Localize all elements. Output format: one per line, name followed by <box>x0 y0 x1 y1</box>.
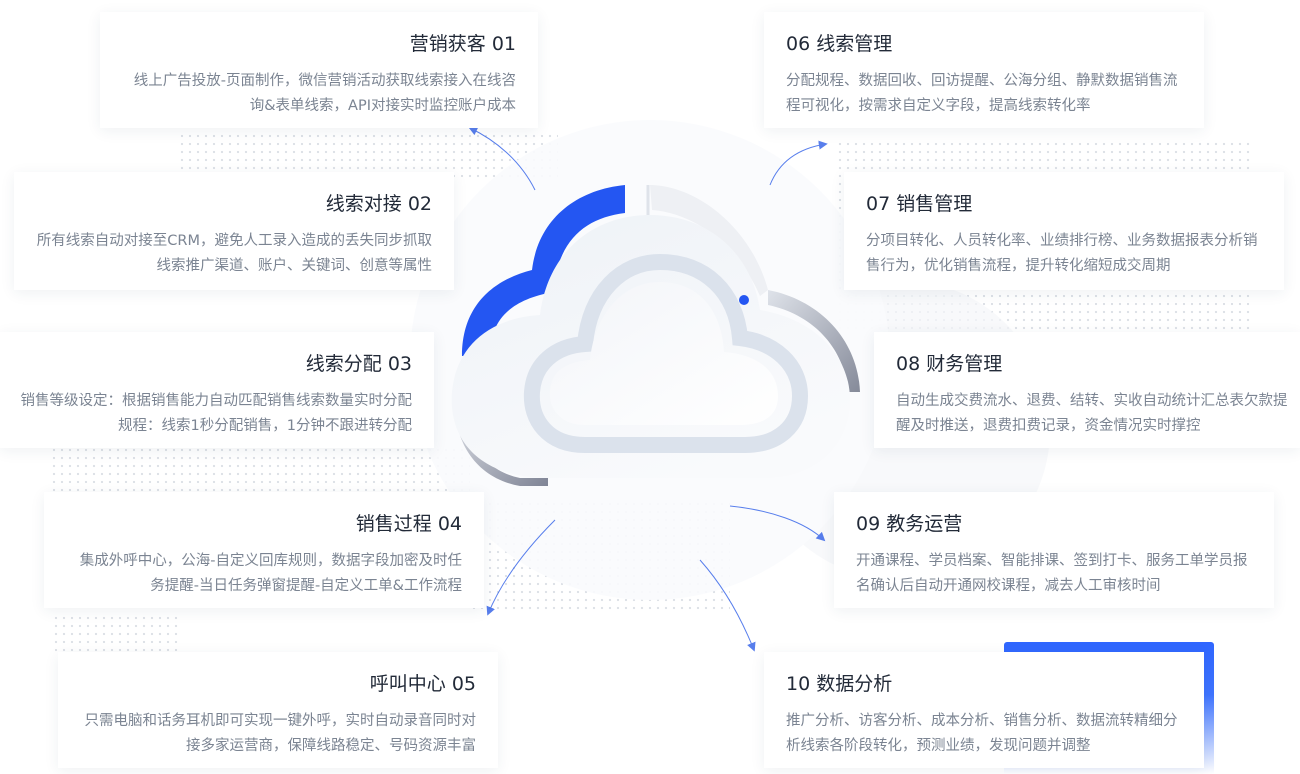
module-card-06: 06 线索管理 分配规程、数据回收、回访提醒、公海分组、静默数据销售流程可视化，… <box>764 12 1204 128</box>
module-desc: 线上广告投放-页面制作，微信营销活动获取线索接入在线咨询&表单线索，API对接实… <box>133 73 516 114</box>
ring-segment-right-dark <box>768 290 860 392</box>
module-title: 10 数据分析 <box>786 673 893 695</box>
ring-segment-blue <box>462 185 625 356</box>
module-card-09: 09 教务运营 开通课程、学员档案、智能排课、签到打卡、服务工单学员报名确认后自… <box>834 492 1274 608</box>
module-desc: 推广分析、访客分析、成本分析、销售分析、数据流转精细分析线索各阶段转化，预测业绩… <box>786 713 1178 754</box>
ring-segment-top-gray <box>650 185 768 296</box>
module-card-04: 销售过程 04 集成外呼中心，公海-自定义回库规则，数据字段加密及时任务提醒-当… <box>44 492 484 608</box>
module-title: 07 销售管理 <box>866 193 973 215</box>
cloud-shape-inner <box>549 282 778 425</box>
module-title: 09 教务运营 <box>856 513 963 535</box>
module-title: 08 财务管理 <box>896 353 1003 375</box>
ring-segment-left-dark <box>454 395 548 486</box>
module-desc: 所有线索自动对接至CRM，避免人工录入造成的丢失同步抓取线索推广渠道、账户、关键… <box>36 233 432 274</box>
module-desc: 集成外呼中心，公海-自定义回库规则，数据字段加密及时任务提醒-当日任务弹窗提醒-… <box>79 553 462 594</box>
module-card-01: 营销获客 01 线上广告投放-页面制作，微信营销活动获取线索接入在线咨询&表单线… <box>100 12 538 128</box>
arrow-to-04 <box>486 519 556 616</box>
arrow-to-06 <box>769 140 828 186</box>
dot-texture-bottom-left <box>52 614 182 654</box>
module-card-08: 08 财务管理 自动生成交费流水、退费、结转、实收自动统计汇总表欠款提醒及时推送… <box>874 332 1300 448</box>
module-card-02: 线索对接 02 所有线索自动对接至CRM，避免人工录入造成的丢失同步抓取线索推广… <box>14 172 454 290</box>
module-card-10: 10 数据分析 推广分析、访客分析、成本分析、销售分析、数据流转精细分析线索各阶… <box>764 652 1204 768</box>
arrow-to-09 <box>729 505 826 542</box>
module-desc: 自动生成交费流水、退费、结转、实收自动统计汇总表欠款提醒及时推送，退费扣费记录，… <box>896 393 1288 434</box>
module-desc: 分配规程、数据回收、回访提醒、公海分组、静默数据销售流程可视化，按需求自定义字段… <box>786 73 1178 114</box>
module-desc: 开通课程、学员档案、智能排课、签到打卡、服务工单学员报名确认后自动开通网校课程，… <box>856 553 1248 594</box>
module-title: 线索分配 03 <box>305 353 412 375</box>
arrow-to-01 <box>468 127 536 191</box>
module-title: 线索对接 02 <box>325 193 432 215</box>
module-card-05: 呼叫中心 05 只需电脑和话务耳机即可实现一键外呼，实时自动录音同时对接多家运营… <box>58 652 498 768</box>
module-desc: 销售等级设定：根据销售能力自动匹配销售线索数量实时分配规程：线索1秒分配销售，1… <box>20 393 413 434</box>
module-card-03: 线索分配 03 销售等级设定：根据销售能力自动匹配销售线索数量实时分配规程：线索… <box>0 332 434 448</box>
module-title: 营销获客 01 <box>409 33 516 55</box>
module-desc: 只需电脑和话务耳机即可实现一键外呼，实时自动录音同时对接多家运营商，保障线路稳定… <box>84 713 477 754</box>
module-desc: 分项目转化、人员转化率、业绩排行榜、业务数据报表分析销售行为，优化销售流程，提升… <box>866 233 1258 274</box>
module-title: 销售过程 04 <box>355 513 462 535</box>
module-card-07: 07 销售管理 分项目转化、人员转化率、业绩排行榜、业务数据报表分析销售行为，优… <box>844 172 1284 290</box>
arrow-to-10 <box>699 559 756 652</box>
cloud-shape-ring <box>523 253 809 453</box>
accent-dot <box>739 295 749 305</box>
module-title: 呼叫中心 05 <box>369 673 476 695</box>
module-title: 06 线索管理 <box>786 33 893 55</box>
